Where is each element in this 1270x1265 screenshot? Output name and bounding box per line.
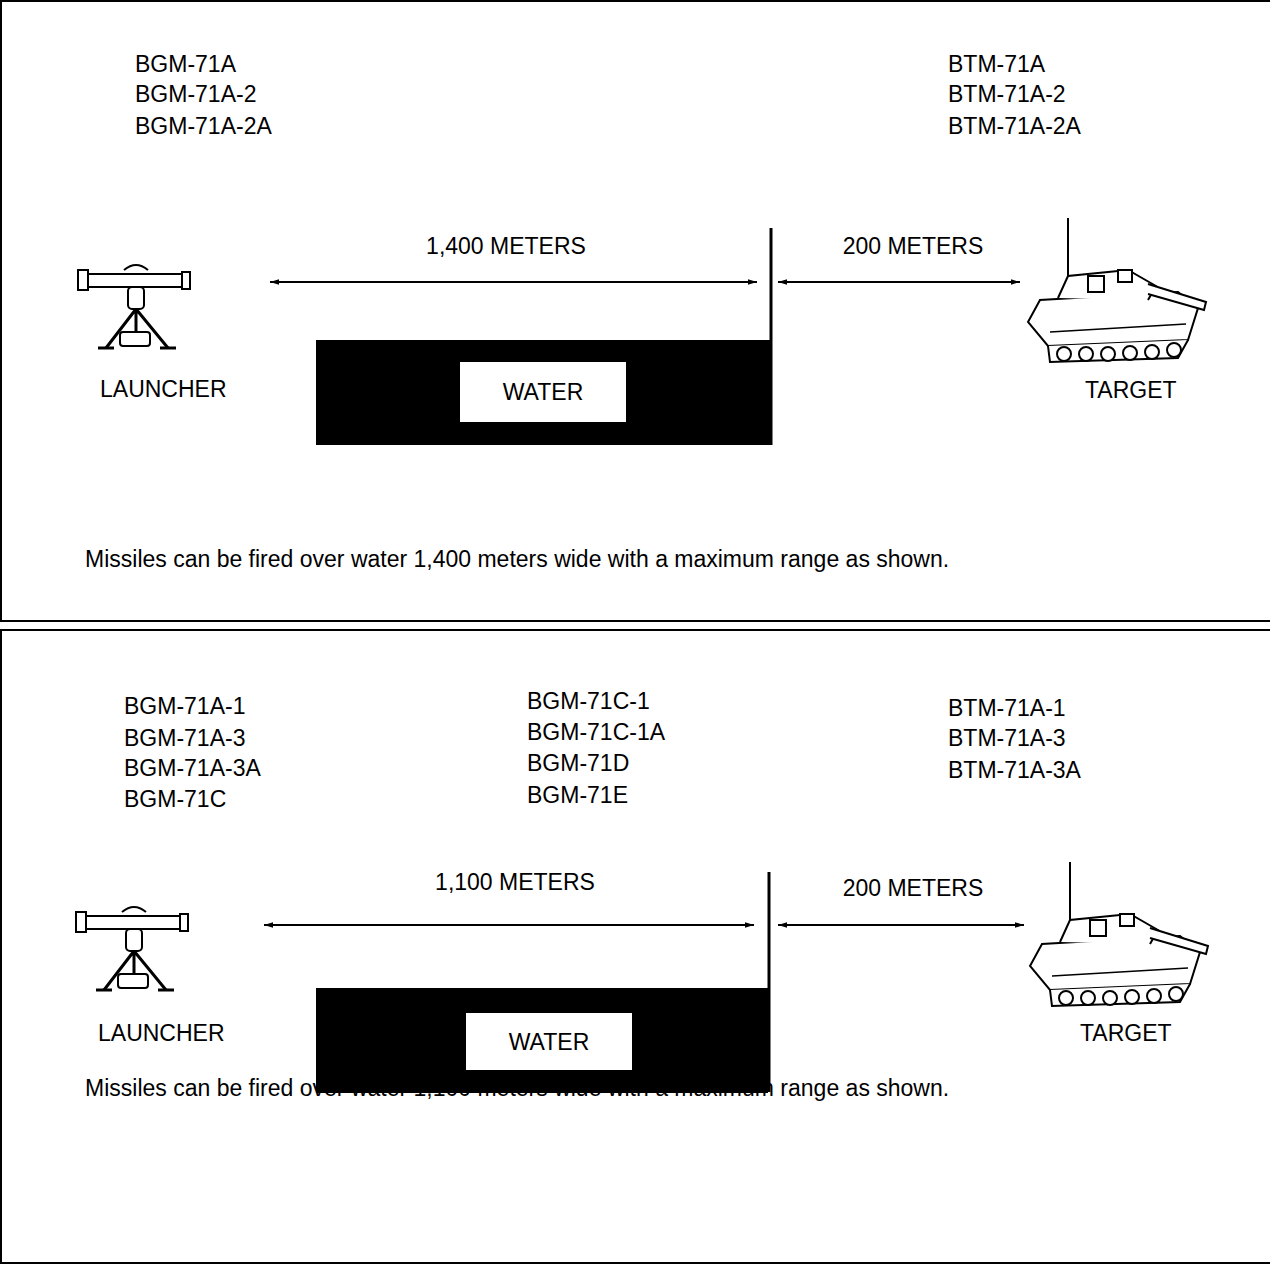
- panel-border: [1, 630, 1270, 1263]
- missile-designation: BGM-71A-1: [124, 693, 245, 719]
- dimension-label: 200 METERS: [843, 875, 984, 901]
- missile-designation: BTM-71A: [948, 51, 1045, 77]
- missile-designation: BTM-71A-2A: [948, 113, 1081, 139]
- caption-note: Missiles can be fired over water 1,400 m…: [85, 546, 949, 572]
- figure-label: TARGET: [1085, 377, 1177, 403]
- launcher-figure: [78, 265, 190, 348]
- dimension-arrow: [778, 281, 1020, 283]
- missile-designation: BTM-71A-3: [948, 725, 1066, 751]
- missile-designation: BTM-71A-2: [948, 81, 1066, 107]
- missile-designation: BGM-71A-2A: [135, 113, 272, 139]
- missile-designation: BGM-71C: [124, 786, 226, 812]
- water-label: WATER: [466, 1013, 632, 1070]
- missile-designation: BGM-71A-2: [135, 81, 256, 107]
- water-area: WATER: [316, 340, 772, 445]
- missile-designation: BGM-71C-1A: [527, 719, 665, 745]
- figure-label: LAUNCHER: [100, 376, 227, 402]
- dimension-arrow: [270, 281, 757, 283]
- missile-designation: BGM-71E: [527, 782, 628, 808]
- figure-label: LAUNCHER: [98, 1020, 225, 1046]
- missile-designation: BGM-71C-1: [527, 688, 650, 714]
- tank-figure: [1028, 218, 1206, 362]
- figure-label: TARGET: [1080, 1020, 1172, 1046]
- caption-note: Missiles can be fired over water 1,100 m…: [85, 1075, 949, 1101]
- missile-designation: BGM-71A-3: [124, 725, 245, 751]
- missile-designation: BGM-71D: [527, 750, 629, 776]
- missile-designation: BGM-71A: [135, 51, 236, 77]
- panel-border: [1, 1, 1270, 621]
- missile-designation: BTM-71A-1: [948, 695, 1066, 721]
- water-label: WATER: [460, 362, 626, 422]
- missile-designation: BTM-71A-3A: [948, 757, 1081, 783]
- dimension-label: 200 METERS: [843, 233, 984, 259]
- dimension-label: 1,400 METERS: [426, 233, 586, 259]
- launcher-figure: [76, 907, 188, 990]
- dimension-arrow: [264, 924, 754, 926]
- tank-figure: [1030, 862, 1208, 1006]
- dimension-arrow: [778, 924, 1024, 926]
- missile-designation: BGM-71A-3A: [124, 755, 261, 781]
- dimension-label: 1,100 METERS: [435, 869, 595, 895]
